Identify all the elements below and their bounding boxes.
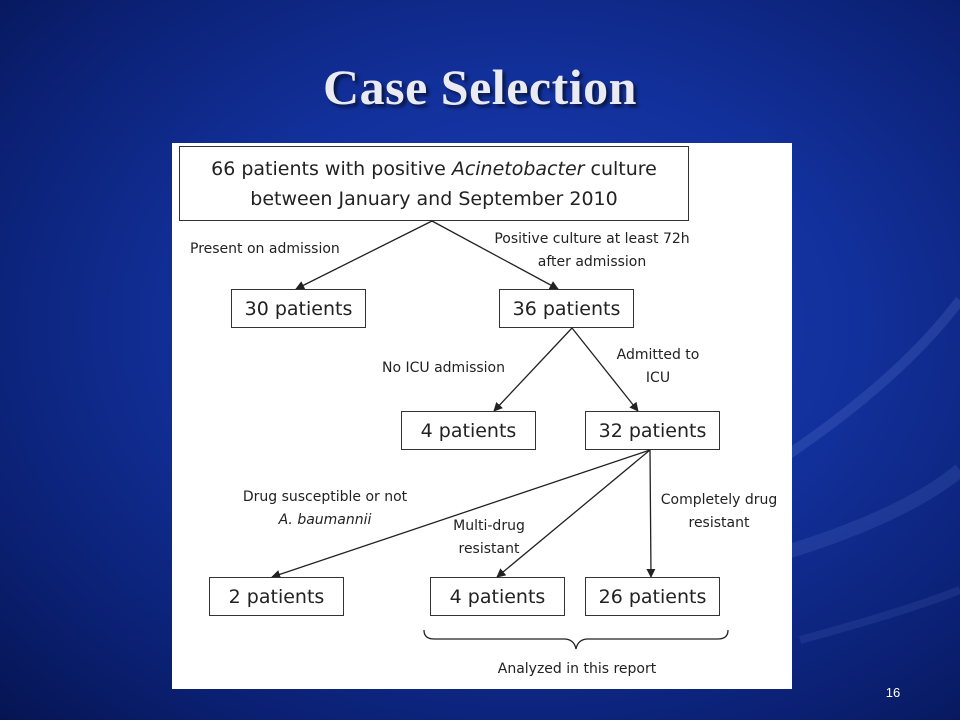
node-36-patients: 36 patients [499, 289, 634, 328]
analyzed-bracket [423, 629, 729, 650]
flowchart-panel: 66 patients with positive Acinetobacter … [172, 143, 792, 689]
slide-title: Case Selection [323, 59, 637, 115]
node-30-patients: 30 patients [231, 289, 366, 328]
arrow-32-to-4 [496, 449, 651, 578]
root-line1: 66 patients with positive Acinetobacter … [211, 157, 657, 180]
edge-label-no-icu: No ICU admission [382, 360, 505, 376]
node-2-patients: 2 patients [209, 577, 344, 616]
arrow-32-to-26 [646, 449, 656, 578]
arrow-32-to-2 [271, 449, 651, 579]
edge-label-positive-culture: Positive culture at least 72h after admi… [494, 231, 690, 270]
root-node: 66 patients with positive Acinetobacter … [179, 146, 689, 221]
node-32-patients: 32 patients [585, 411, 720, 450]
arrow-36-to-4 [493, 327, 573, 412]
node-26-patients: 26 patients [585, 577, 720, 616]
edge-label-drug-susceptible: Drug susceptible or not A. baumannii [242, 489, 408, 528]
bracket-label: Analyzed in this report [497, 661, 657, 677]
arrow-root-to-30 [295, 220, 433, 290]
edge-label-admitted-icu: Admitted to ICU [616, 347, 700, 386]
root-line2: between January and September 2010 [250, 187, 618, 210]
arrow-36-to-32 [571, 327, 639, 412]
arrow-root-to-36 [431, 220, 559, 290]
edge-label-present-on-admission: Present on admission [190, 241, 340, 257]
node-4-patients-multidrug: 4 patients [430, 577, 565, 616]
edge-label-multi-drug: Multi-drug resistant [453, 518, 525, 557]
edge-label-completely-resistant: Completely drug resistant [660, 492, 778, 531]
page-number: 16 [885, 685, 901, 700]
node-4-patients-no-icu: 4 patients [401, 411, 536, 450]
flowchart-connectors [271, 220, 729, 650]
